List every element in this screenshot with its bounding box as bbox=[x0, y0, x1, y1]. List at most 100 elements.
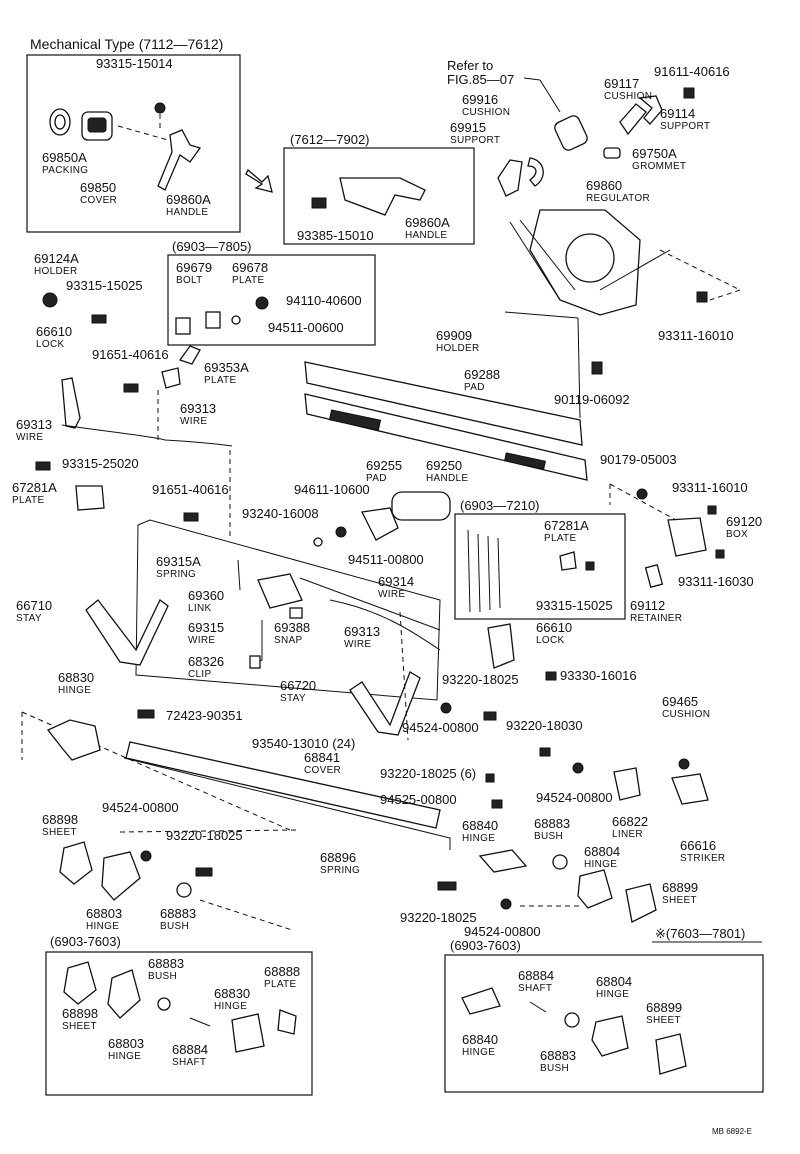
part-name-label: PLATE bbox=[544, 533, 576, 544]
part-number-label: 68840 bbox=[462, 1032, 498, 1047]
lock-66610-right-part bbox=[487, 623, 515, 669]
pointer-arrow-icon bbox=[178, 345, 201, 365]
part-number-label: 93220-18025 (6) bbox=[380, 766, 476, 781]
shaft-68884-box-part bbox=[189, 1017, 211, 1027]
part-name-label: WIRE bbox=[344, 639, 371, 650]
sheet-68898-part bbox=[59, 841, 93, 885]
part-name-label: SUPPORT bbox=[660, 121, 710, 132]
lock-left-part bbox=[61, 377, 81, 429]
part-number-label: 69114 bbox=[660, 106, 695, 121]
part-name-label: HINGE bbox=[584, 859, 617, 870]
part-number-label: 68898 bbox=[62, 1006, 98, 1021]
part-name-label: HINGE bbox=[86, 921, 119, 932]
part-number-label: 69850A bbox=[42, 150, 87, 165]
part-name-label: BUSH bbox=[540, 1063, 569, 1074]
plate-67281a-part bbox=[75, 485, 105, 511]
part-name-label: COVER bbox=[304, 765, 341, 776]
part-number-label: 93315-15025 bbox=[536, 598, 613, 613]
part-name-label: PLATE bbox=[204, 375, 236, 386]
part-name-label: HOLDER bbox=[436, 343, 479, 354]
part-number-label: 66610 bbox=[536, 620, 572, 635]
part-name-label: HOLDER bbox=[34, 266, 77, 277]
part-name-label: LINK bbox=[188, 603, 211, 614]
part-name-label: WIRE bbox=[16, 432, 43, 443]
part-number-label: 66616 bbox=[680, 838, 716, 853]
part-number-label: 69909 bbox=[436, 328, 472, 343]
pad-69255-part bbox=[361, 507, 399, 541]
part-number-label: 93220-18025 bbox=[166, 828, 243, 843]
wire-69314-part bbox=[299, 577, 441, 631]
part-name-label: BUSH bbox=[160, 921, 189, 932]
part-name-label: HINGE bbox=[214, 1001, 247, 1012]
refer-to-line2: FIG.85—07 bbox=[447, 72, 514, 87]
box-7612-title: (7612—7902) bbox=[290, 132, 370, 147]
hinge-68830-part bbox=[46, 719, 101, 761]
part-number-label: 69112 bbox=[630, 598, 665, 613]
part-name-label: SHEET bbox=[662, 895, 697, 906]
part-number-label: 69117 bbox=[604, 76, 639, 91]
part-number-label: 69314 bbox=[378, 574, 414, 589]
wire-69313-mid bbox=[329, 599, 441, 651]
part-number-label: 94611-10600 bbox=[294, 482, 370, 497]
part-name-label: SHEET bbox=[62, 1021, 97, 1032]
part-name-label: WIRE bbox=[180, 416, 207, 427]
part-number-label: 67281A bbox=[12, 480, 57, 495]
part-name-label: LOCK bbox=[536, 635, 564, 646]
part-name-label: STAY bbox=[16, 613, 42, 624]
part-number-label: 90179-05003 bbox=[600, 452, 677, 467]
cushion-69117-part bbox=[619, 103, 647, 136]
part-number-label: 69255 bbox=[366, 458, 402, 473]
part-name-label: SNAP bbox=[274, 635, 302, 646]
handle-7612-part bbox=[339, 177, 426, 216]
part-number-label: 68804 bbox=[584, 844, 620, 859]
part-number-label: 69860A bbox=[405, 215, 450, 230]
part-number-label: 69360 bbox=[188, 588, 224, 603]
box-69120-part bbox=[667, 517, 707, 557]
part-name-label: WIRE bbox=[378, 589, 405, 600]
part-number-label: 68883 bbox=[534, 816, 570, 831]
part-number-label: 68803 bbox=[108, 1036, 144, 1051]
part-name-label: HANDLE bbox=[166, 207, 208, 218]
part-name-label: SHEET bbox=[42, 827, 77, 838]
part-name-label: BUSH bbox=[534, 831, 563, 842]
part-number-label: 68888 bbox=[264, 964, 300, 979]
part-name-label: HANDLE bbox=[405, 230, 447, 241]
part-number-label: 93311-16010 bbox=[658, 328, 734, 343]
box-mechanical-type bbox=[26, 54, 241, 233]
cover-68841-part bbox=[125, 741, 441, 829]
clip-68326-part bbox=[249, 655, 261, 669]
part-number-label: 69388 bbox=[274, 620, 310, 635]
part-number-label: 94525-00800 bbox=[380, 792, 457, 807]
part-name-label: WIRE bbox=[188, 635, 215, 646]
spring-68896-part bbox=[123, 757, 451, 850]
part-name-label: HINGE bbox=[58, 685, 91, 696]
part-number-label: 94524-00800 bbox=[464, 924, 541, 939]
part-name-label: SHAFT bbox=[172, 1057, 206, 1068]
sheet-68899-part bbox=[625, 883, 657, 923]
part-number-label: 93311-16010 bbox=[672, 480, 748, 495]
part-number-label: 68830 bbox=[214, 986, 250, 1001]
part-number-label: 69850 bbox=[80, 180, 116, 195]
part-name-label: RETAINER bbox=[630, 613, 682, 624]
retainer-part bbox=[644, 563, 664, 589]
cushion-cylinder-part bbox=[554, 115, 588, 151]
part-name-label: PAD bbox=[464, 382, 485, 393]
cushion-part bbox=[527, 157, 544, 187]
plate-69678-part bbox=[205, 311, 221, 329]
stay-66710-part bbox=[85, 599, 169, 666]
part-number-label: 69250 bbox=[426, 458, 462, 473]
part-number-label: 91611-40616 bbox=[654, 64, 730, 79]
part-name-label: BOX bbox=[726, 529, 748, 540]
shaft-68884-right-part bbox=[529, 1001, 547, 1013]
part-number-label: 68899 bbox=[646, 1000, 682, 1015]
part-number-label: 68899 bbox=[662, 880, 698, 895]
holder-rail-part bbox=[304, 361, 583, 446]
part-name-label: CUSHION bbox=[604, 91, 652, 102]
part-number-label: 94511-00600 bbox=[268, 320, 344, 335]
sheet-68899-box-part bbox=[655, 1033, 687, 1075]
part-name-label: REGULATOR bbox=[586, 193, 650, 204]
part-number-label: 68830 bbox=[58, 670, 94, 685]
grommet-part bbox=[603, 147, 621, 159]
box-mechanical-title: Mechanical Type (7112—7612) bbox=[30, 36, 223, 52]
